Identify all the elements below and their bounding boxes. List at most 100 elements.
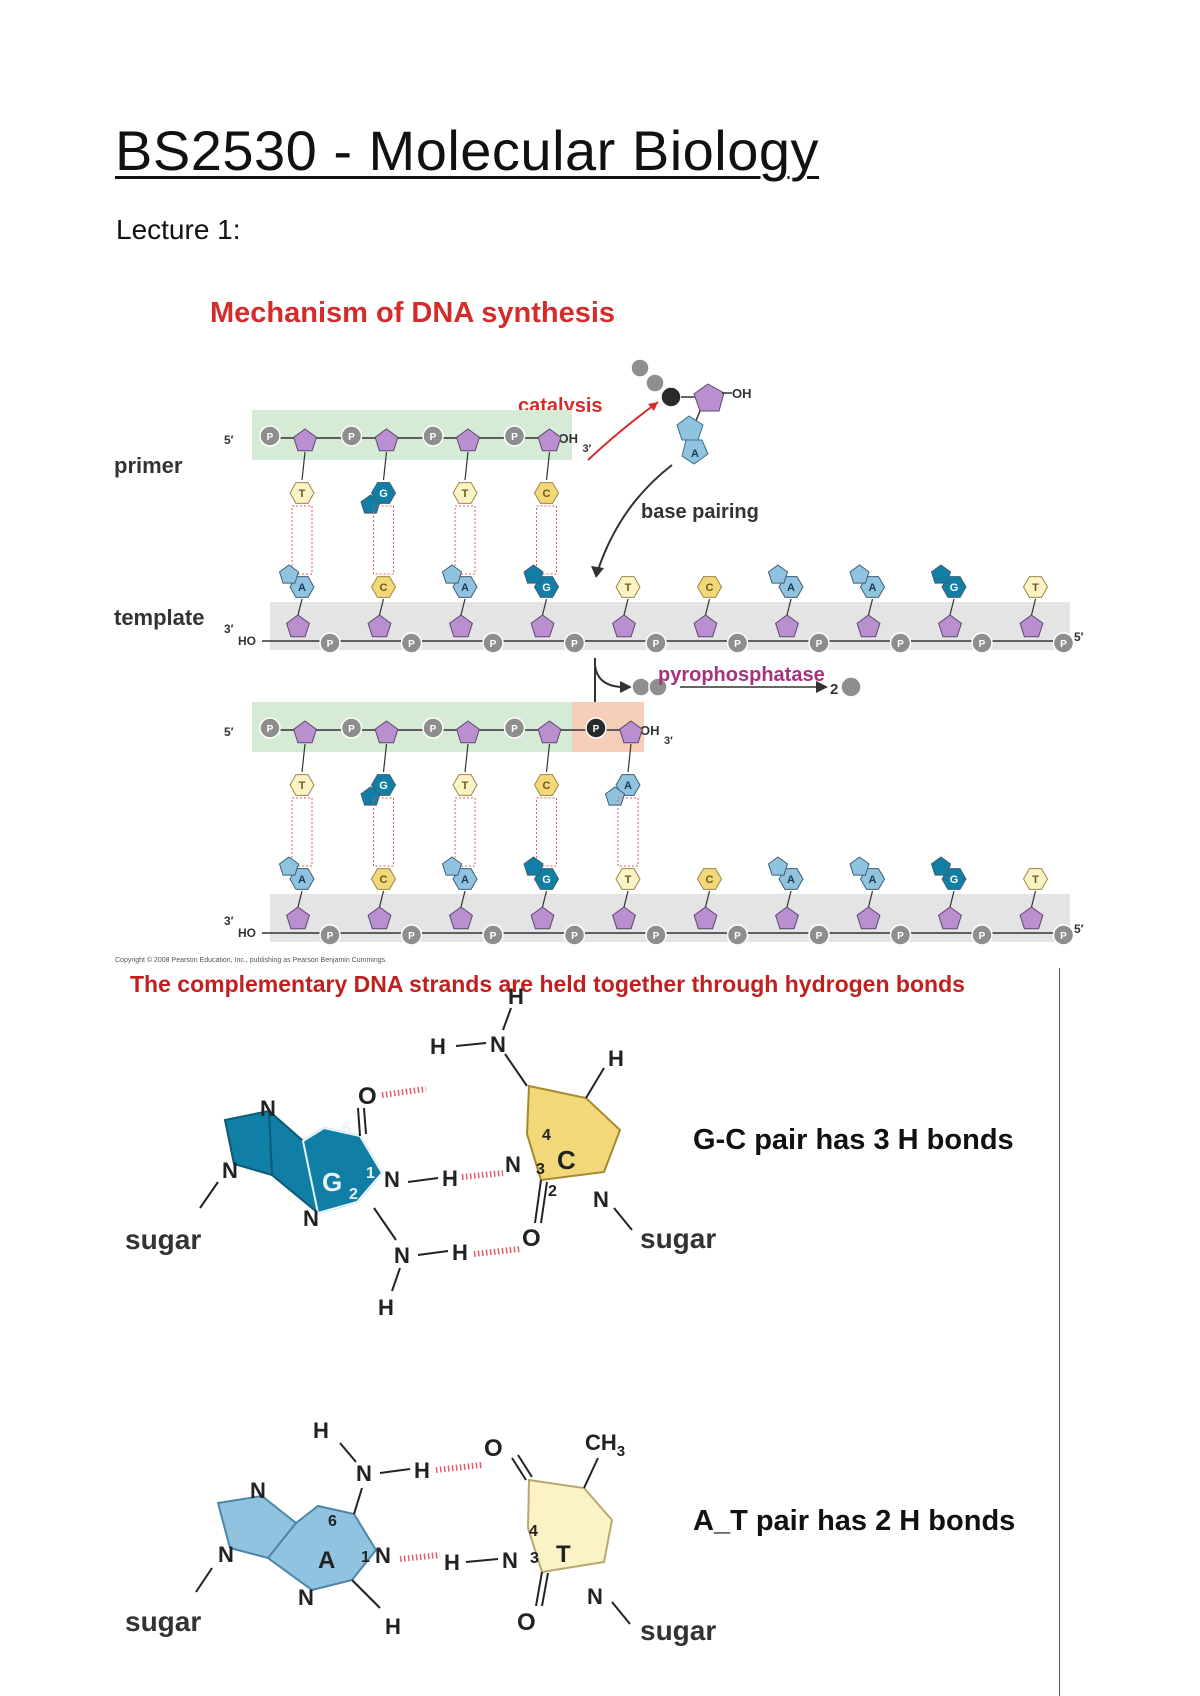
sugar-pentagon	[286, 906, 310, 930]
glycosidic-bond	[786, 598, 792, 616]
phosphate: P	[422, 425, 444, 447]
glycosidic-bond	[464, 743, 469, 773]
hydrogen-bond	[373, 797, 394, 867]
glycosidic-bond	[867, 598, 874, 616]
ring-number: 1	[361, 1549, 370, 1566]
sugar-pentagon	[456, 428, 480, 452]
phosphate: P	[563, 924, 586, 946]
base-letter: T	[299, 780, 306, 792]
nucleobase: T	[289, 774, 315, 796]
nucleobase: G	[360, 482, 397, 514]
hydrogen-bond	[399, 1552, 441, 1562]
nucleobase: A	[604, 774, 641, 806]
base-letter: C	[706, 874, 714, 886]
nucleobase: G	[360, 774, 397, 806]
base-ring	[849, 564, 870, 584]
nucleobase: C	[696, 868, 723, 890]
base-letter: A	[624, 780, 632, 792]
base-ring	[441, 856, 463, 876]
base-letter: T	[625, 874, 632, 886]
phosphate: P	[1052, 924, 1075, 946]
base-ring	[360, 786, 381, 806]
sugar-label: sugar	[640, 1223, 716, 1254]
sugar-pentagon	[693, 383, 725, 412]
primer-label: primer	[114, 453, 183, 478]
sugar-pentagon	[619, 720, 643, 744]
nucleobase: A	[278, 564, 315, 598]
glycosidic-bond	[623, 890, 629, 908]
base-ring	[859, 576, 886, 598]
sugar-label: sugar	[640, 1615, 716, 1646]
phosphate-label: P	[816, 931, 823, 942]
base-ring	[533, 774, 560, 796]
nucleobase: A	[767, 856, 804, 890]
sugar-pentagon	[938, 614, 962, 638]
atom-label: N	[490, 1032, 506, 1057]
sugar-pentagon	[537, 428, 562, 452]
template-label: template	[114, 605, 204, 630]
atom-label: N	[375, 1543, 391, 1568]
nucleobase: A	[278, 856, 315, 890]
sugar-pentagon	[612, 614, 636, 638]
atom-label: N	[303, 1206, 319, 1231]
glycosidic-bond	[464, 451, 469, 481]
glycosidic-bond	[382, 451, 388, 481]
phosphate: P	[503, 717, 526, 739]
base-ring	[452, 774, 478, 796]
atom-label: N	[218, 1542, 234, 1567]
phosphate-label: P	[408, 639, 415, 650]
lecture-label: Lecture 1:	[116, 214, 241, 245]
three-prime-label: 3′	[583, 443, 592, 455]
base-ring	[1022, 868, 1049, 890]
ring-number: 4	[542, 1127, 551, 1144]
oh-label: OH	[640, 723, 660, 738]
base-ring	[604, 786, 626, 806]
phosphate: P	[808, 924, 830, 946]
nucleobase: T	[452, 774, 478, 796]
glycosidic-bond	[949, 890, 955, 908]
hbond-heading: The complementary DNA strands are held t…	[130, 971, 965, 997]
nucleobase: A	[441, 856, 478, 890]
base-ring	[289, 482, 315, 504]
hydrogen-bond	[291, 505, 313, 575]
hydrogen-bond	[473, 1246, 521, 1257]
phosphate-label: P	[979, 931, 986, 942]
phosphate-label: P	[1060, 931, 1067, 942]
nucleobase: T	[289, 482, 315, 504]
thymine-label: T	[556, 1541, 571, 1568]
glycosidic-bond	[297, 890, 303, 908]
base-letter: G	[542, 582, 551, 594]
hydrogen-bond	[461, 1170, 504, 1180]
ring-number: 4	[529, 1523, 538, 1540]
sugar-pentagon	[293, 720, 317, 744]
nucleobase: C	[370, 576, 397, 598]
phosphate-label: P	[1060, 639, 1067, 650]
glycosidic-bond	[301, 451, 306, 481]
atom-label: N	[250, 1478, 266, 1503]
five-prime-label: 5′	[1074, 922, 1084, 936]
phosphate: P	[1052, 632, 1075, 654]
phosphate-label: P	[816, 639, 823, 650]
atom-label: H	[444, 1550, 460, 1575]
base-letter: G	[950, 582, 959, 594]
pyrophosphate	[631, 677, 651, 697]
nucleobase: T	[615, 868, 641, 890]
adenine-label: A	[318, 1547, 335, 1574]
nucleobase: A	[849, 564, 886, 598]
base-ring	[615, 576, 641, 598]
base-ring	[278, 564, 300, 584]
nucleobase: T	[615, 576, 641, 598]
phosphate: P	[585, 717, 607, 739]
atom-label: N	[394, 1243, 410, 1268]
base-ring	[370, 482, 397, 504]
phosphate: P	[340, 425, 363, 447]
base-ring	[615, 774, 641, 796]
three-prime-label: 3′	[224, 914, 234, 928]
dna-synthesis-figure: Mechanism of DNA synthesis primer templa…	[114, 297, 1084, 964]
base-ring	[533, 868, 560, 890]
sugar-pentagon	[293, 428, 317, 452]
phosphate-label: P	[430, 724, 437, 735]
base-letter: T	[462, 488, 469, 500]
base-ring	[533, 576, 560, 598]
